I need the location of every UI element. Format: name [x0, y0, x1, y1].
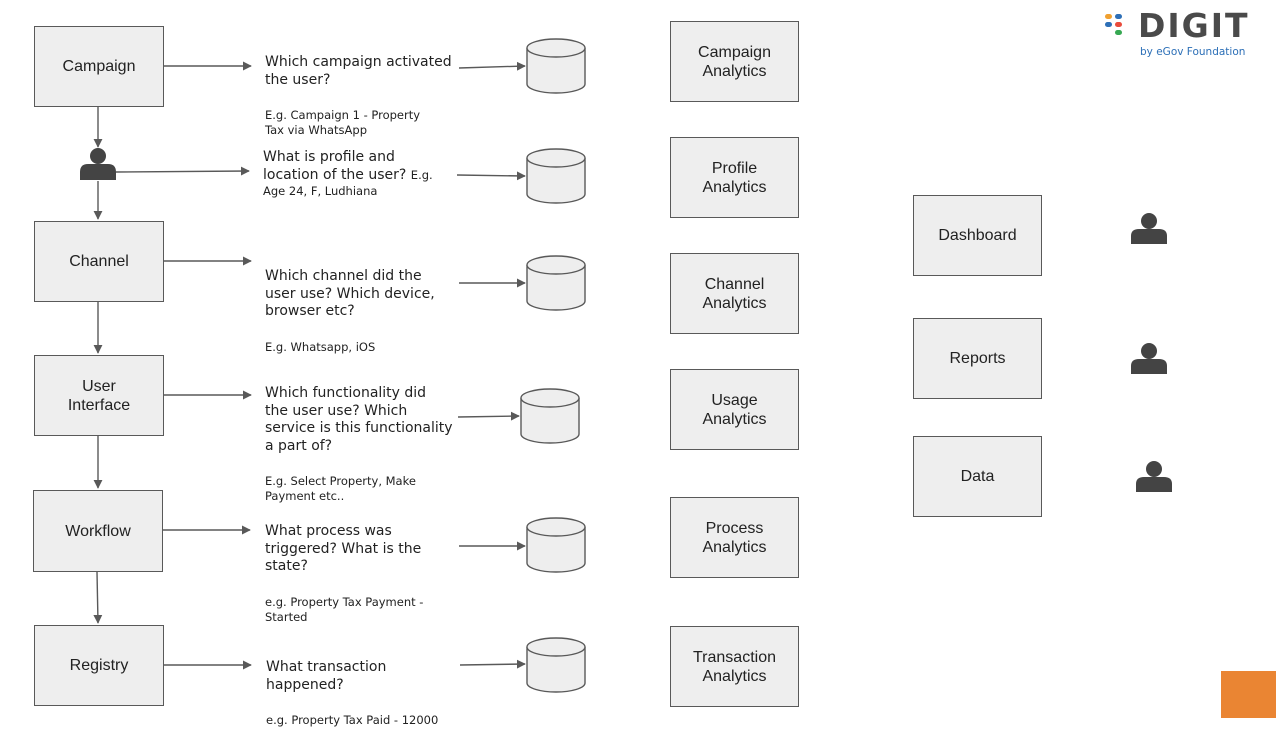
- architecture-diagram: Campaign Channel User Interface Workflow…: [33, 6, 1276, 727]
- flow-arrow-workflow-registry: [93, 571, 103, 624]
- logo-subtitle: by eGov Foundation: [1140, 46, 1246, 58]
- channel-label: Channel: [69, 253, 129, 270]
- database-icon: [526, 38, 586, 94]
- usage-analytics-box: Usage Analytics: [670, 369, 799, 450]
- registry-label: Registry: [69, 657, 129, 674]
- ui-question-text: Which functionality did the user use? Wh…: [265, 385, 453, 454]
- user-question-line1: What is profile and: [263, 149, 395, 165]
- corner-accent: [1221, 671, 1276, 718]
- database-icon: [526, 255, 586, 311]
- dashboard-box: Dashboard: [913, 195, 1042, 276]
- digit-logo: DIGIT by eGov Foundation: [1104, 6, 1254, 64]
- logo-wordmark: DIGIT: [1138, 6, 1250, 45]
- user-example: Age 24, F, Ludhiana: [263, 184, 378, 198]
- ui-question: Which functionality did the user use? Wh…: [265, 366, 460, 523]
- campaign-question: Which campaign activated the user? E.g. …: [265, 35, 455, 157]
- campaign-example: E.g. Campaign 1 - Property Tax via Whats…: [265, 108, 421, 137]
- workflow-question-text: What process was triggered? What is the …: [265, 523, 422, 574]
- workflow-question: What process was triggered? What is the …: [265, 504, 460, 644]
- campaign-analytics-box: Campaign Analytics: [670, 21, 799, 102]
- arrow-question-db-1: [458, 61, 526, 71]
- user-interface-box: User Interface: [34, 355, 164, 436]
- database-icon: [526, 148, 586, 204]
- channel-analytics-label: Channel Analytics: [702, 275, 767, 312]
- registry-box: Registry: [34, 625, 164, 706]
- user-question: What is profile and location of the user…: [263, 149, 453, 199]
- dashboard-label: Dashboard: [938, 227, 1017, 244]
- campaign-label: Campaign: [62, 58, 136, 75]
- data-box: Data: [913, 436, 1042, 517]
- reports-label: Reports: [949, 350, 1006, 367]
- profile-analytics-box: Profile Analytics: [670, 137, 799, 218]
- ui-example: E.g. Select Property, Make Payment etc..: [265, 474, 416, 503]
- workflow-box: Workflow: [33, 490, 163, 572]
- transaction-analytics-box: Transaction Analytics: [670, 626, 799, 707]
- transaction-analytics-label: Transaction Analytics: [693, 648, 776, 685]
- reports-box: Reports: [913, 318, 1042, 399]
- usage-analytics-label: Usage Analytics: [702, 391, 767, 428]
- campaign-analytics-label: Campaign Analytics: [698, 43, 771, 80]
- channel-analytics-box: Channel Analytics: [670, 253, 799, 334]
- profile-analytics-label: Profile Analytics: [702, 159, 767, 196]
- database-icon: [526, 637, 586, 693]
- channel-question: Which channel did the user use? Which de…: [265, 249, 455, 374]
- logo-dots-icon: [1105, 14, 1122, 35]
- user-icon: [80, 148, 116, 180]
- database-icon: [520, 388, 580, 444]
- data-user-icon: [1136, 461, 1172, 492]
- arrow-user-question: [115, 166, 250, 176]
- workflow-label: Workflow: [65, 522, 131, 540]
- user-example-prefix: E.g.: [410, 167, 433, 182]
- arrow-question-db-2: [456, 171, 526, 181]
- arrow-question-db-6: [459, 659, 526, 669]
- connector-layer: [80, 38, 1172, 693]
- process-analytics-box: Process Analytics: [670, 497, 799, 578]
- campaign-question-text: Which campaign activated the user?: [265, 54, 452, 88]
- database-icon: [526, 517, 586, 573]
- channel-example: E.g. Whatsapp, iOS: [265, 339, 376, 354]
- workflow-example: e.g. Property Tax Payment - Started: [265, 594, 424, 624]
- channel-box: Channel: [34, 221, 164, 302]
- data-label: Data: [960, 468, 995, 485]
- channel-question-text: Which channel did the user use? Which de…: [265, 268, 435, 319]
- arrow-question-db-4: [457, 411, 520, 421]
- user-interface-label: User Interface: [67, 377, 131, 414]
- process-analytics-label: Process Analytics: [702, 519, 767, 556]
- registry-question-text: What transaction happened?: [266, 659, 387, 693]
- dashboard-user-icon: [1131, 213, 1167, 244]
- registry-question: What transaction happened? e.g. Property…: [266, 640, 461, 747]
- campaign-box: Campaign: [34, 26, 164, 107]
- reports-user-icon: [1131, 343, 1167, 374]
- registry-example: e.g. Property Tax Paid - 12000: [266, 713, 439, 727]
- user-question-line2: location of the user?: [263, 166, 407, 183]
